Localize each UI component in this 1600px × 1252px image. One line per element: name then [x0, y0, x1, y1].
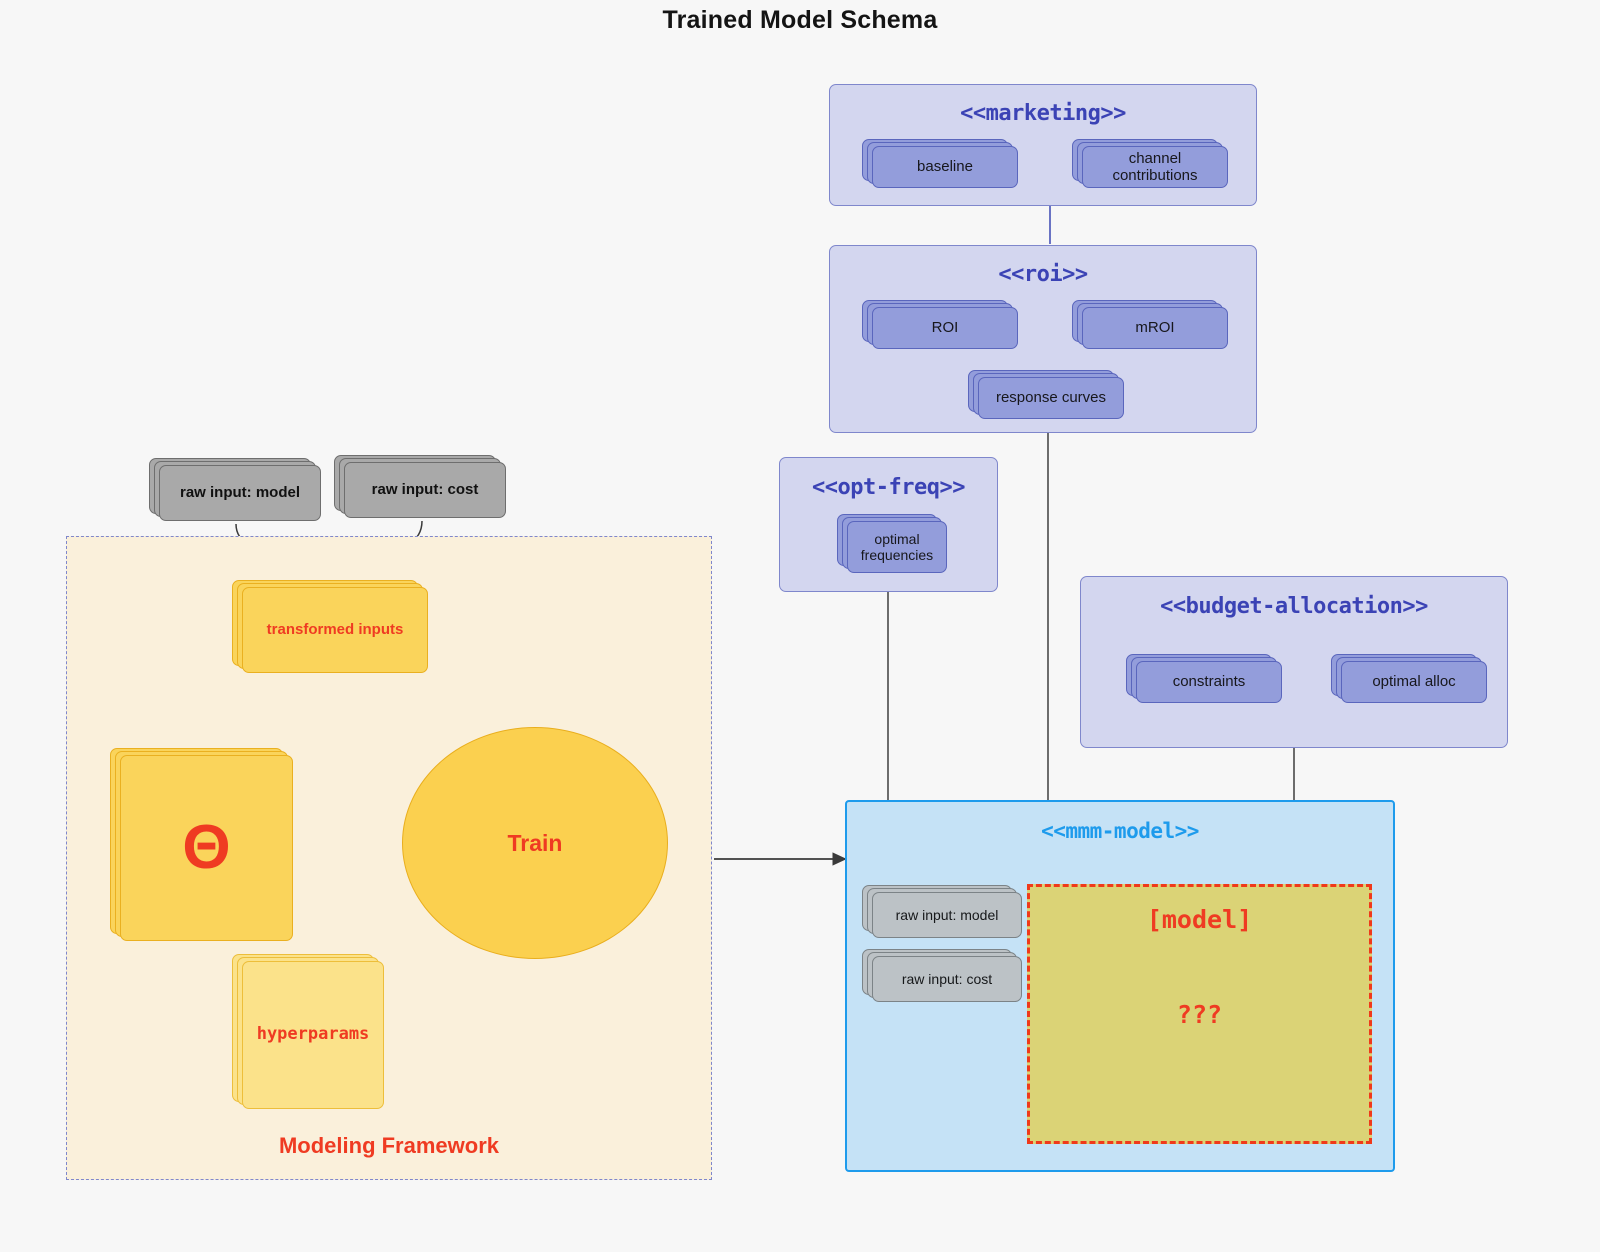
node-raw-input-cost-label: raw input: cost — [344, 462, 506, 518]
package-mmm-model[interactable]: <<mmm-model>> raw input: model raw input… — [845, 800, 1395, 1172]
model-placeholder-label: [model] — [1146, 905, 1253, 934]
node-mmm-raw-input-cost-label: raw input: cost — [872, 956, 1022, 1002]
node-baseline[interactable]: baseline — [862, 139, 1018, 191]
node-baseline-label: baseline — [872, 146, 1018, 188]
node-raw-input-cost[interactable]: raw input: cost — [334, 455, 506, 521]
node-hyperparams-label: hyperparams — [242, 961, 384, 1109]
node-channel-contributions-label: channel contributions — [1082, 146, 1228, 188]
node-constraints[interactable]: constraints — [1126, 654, 1282, 706]
node-theta-symbol: Θ — [120, 755, 293, 941]
node-mmm-raw-input-cost[interactable]: raw input: cost — [862, 949, 1022, 1005]
node-mroi[interactable]: mROI — [1072, 300, 1228, 352]
node-mroi-label: mROI — [1082, 307, 1228, 349]
train-ellipse[interactable]: Train — [402, 727, 668, 959]
package-marketing[interactable]: <<marketing>> baseline channel contribut… — [829, 84, 1257, 206]
node-hyperparams[interactable]: hyperparams — [232, 954, 384, 1112]
node-optimal-alloc[interactable]: optimal alloc — [1331, 654, 1487, 706]
node-mmm-raw-input-model[interactable]: raw input: model — [862, 885, 1022, 941]
package-roi[interactable]: <<roi>> ROI mROI response curves — [829, 245, 1257, 433]
node-channel-contributions[interactable]: channel contributions — [1072, 139, 1228, 191]
model-placeholder-box[interactable]: [model] ??? — [1027, 884, 1372, 1144]
package-mmm-model-title: <<mmm-model>> — [1041, 819, 1199, 843]
model-unknown-label: ??? — [1176, 1000, 1223, 1029]
node-theta[interactable]: Θ — [110, 748, 293, 944]
package-budget-allocation-title: <<budget-allocation>> — [1160, 594, 1428, 619]
node-optimal-frequencies-label: optimal frequencies — [847, 521, 947, 573]
node-roi[interactable]: ROI — [862, 300, 1018, 352]
node-optimal-frequencies[interactable]: optimal frequencies — [837, 514, 947, 576]
train-label: Train — [507, 829, 563, 856]
package-marketing-title: <<marketing>> — [960, 101, 1126, 126]
node-response-curves-label: response curves — [978, 377, 1124, 419]
package-opt-freq[interactable]: <<opt-freq>> optimal frequencies — [779, 457, 998, 592]
node-constraints-label: constraints — [1136, 661, 1282, 703]
node-mmm-raw-input-model-label: raw input: model — [872, 892, 1022, 938]
package-budget-allocation[interactable]: <<budget-allocation>> constraints optima… — [1080, 576, 1508, 748]
modeling-framework-label: Modeling Framework — [278, 1133, 500, 1158]
node-transformed-inputs[interactable]: transformed inputs — [232, 580, 428, 676]
node-roi-label: ROI — [872, 307, 1018, 349]
node-response-curves[interactable]: response curves — [968, 370, 1124, 422]
node-optimal-alloc-label: optimal alloc — [1341, 661, 1487, 703]
package-roi-title: <<roi>> — [998, 262, 1088, 287]
package-opt-freq-title: <<opt-freq>> — [812, 475, 965, 500]
node-raw-input-model-label: raw input: model — [159, 465, 321, 521]
node-raw-input-model[interactable]: raw input: model — [149, 458, 321, 524]
node-transformed-inputs-label: transformed inputs — [242, 587, 428, 673]
page-title: Trained Model Schema — [662, 6, 938, 34]
